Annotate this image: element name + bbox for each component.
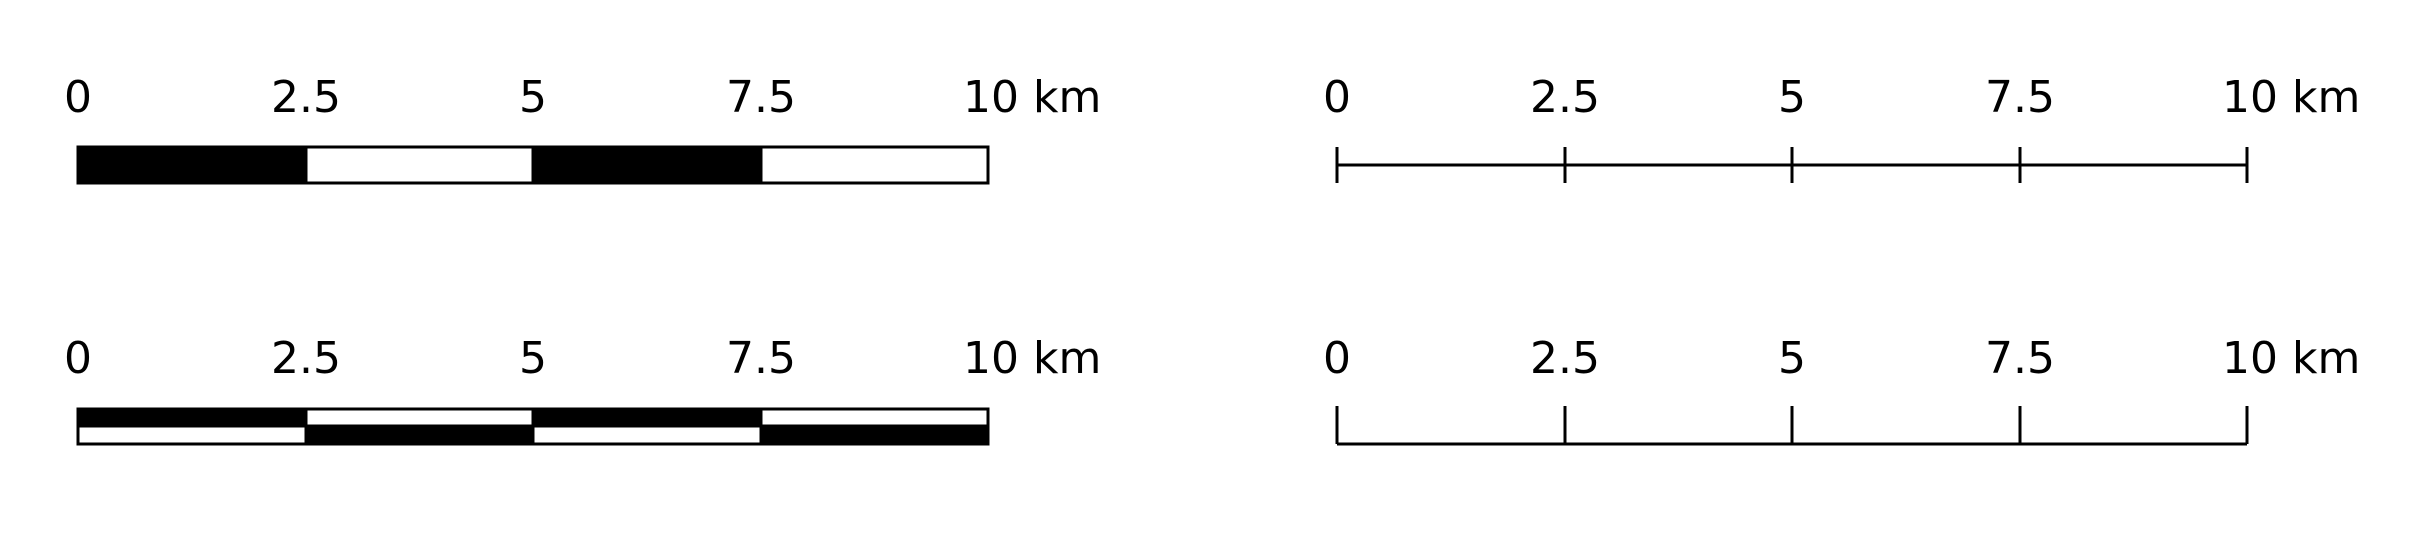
tick-label-7-5: 7.5 bbox=[726, 333, 796, 384]
tick-label-5: 5 bbox=[1778, 72, 1806, 123]
tick-label-10-km: 10 km bbox=[963, 72, 1101, 123]
scale-bar-line-ticks-up-marks bbox=[1335, 406, 2249, 446]
scale-bar-line-ticks-middle-labels: 0 2.5 5 7.5 10 km bbox=[1323, 72, 2360, 123]
tick-label-10-km: 10 km bbox=[963, 333, 1101, 384]
scale-bar-line-ticks-middle-marks bbox=[1335, 147, 2249, 183]
bottom-segment-3 bbox=[531, 424, 763, 446]
segment-2 bbox=[304, 145, 535, 185]
scale-bar-double-box-bottom-row bbox=[76, 424, 990, 446]
tick-label-0: 0 bbox=[64, 333, 92, 384]
tick-label-5: 5 bbox=[519, 333, 547, 384]
segment-4 bbox=[759, 145, 990, 185]
tick-label-7-5: 7.5 bbox=[1985, 72, 2055, 123]
scale-bar-single-box-labels: 0 2.5 5 7.5 10 km bbox=[64, 72, 1101, 123]
tick-label-7-5: 7.5 bbox=[726, 72, 796, 123]
scale-bar-single-box-segments bbox=[76, 145, 990, 185]
top-segment-1 bbox=[76, 407, 308, 428]
bottom-segment-1 bbox=[76, 424, 308, 446]
tick-label-2-5: 2.5 bbox=[1530, 72, 1600, 123]
top-segment-4 bbox=[759, 407, 990, 428]
tick-label-5: 5 bbox=[1778, 333, 1806, 384]
scale-bar-line-ticks-up: 0 2.5 5 7.5 10 km bbox=[1323, 333, 2360, 446]
tick-label-2-5: 2.5 bbox=[271, 333, 341, 384]
tick-label-7-5: 7.5 bbox=[1985, 333, 2055, 384]
tick-label-10-km: 10 km bbox=[2222, 333, 2360, 384]
top-segment-3 bbox=[531, 407, 763, 428]
scale-bar-line-ticks-up-labels: 0 2.5 5 7.5 10 km bbox=[1323, 333, 2360, 384]
scale-bar-double-box-top-row bbox=[76, 407, 990, 428]
bottom-segment-4 bbox=[759, 424, 990, 446]
tick-label-0: 0 bbox=[1323, 72, 1351, 123]
segment-3 bbox=[531, 145, 763, 185]
tick-label-0: 0 bbox=[64, 72, 92, 123]
segment-1 bbox=[76, 145, 308, 185]
bottom-segment-2 bbox=[304, 424, 535, 446]
tick-label-5: 5 bbox=[519, 72, 547, 123]
tick-label-10-km: 10 km bbox=[2222, 72, 2360, 123]
scale-bar-double-box-labels: 0 2.5 5 7.5 10 km bbox=[64, 333, 1101, 384]
scale-bar-line-ticks-middle: 0 2.5 5 7.5 10 km bbox=[1323, 72, 2360, 183]
tick-label-2-5: 2.5 bbox=[271, 72, 341, 123]
top-segment-2 bbox=[304, 407, 535, 428]
scale-bar-double-box: 0 2.5 5 7.5 10 km bbox=[64, 333, 1101, 446]
scale-bar-single-box: 0 2.5 5 7.5 10 km bbox=[64, 72, 1101, 185]
tick-label-2-5: 2.5 bbox=[1530, 333, 1600, 384]
tick-label-0: 0 bbox=[1323, 333, 1351, 384]
